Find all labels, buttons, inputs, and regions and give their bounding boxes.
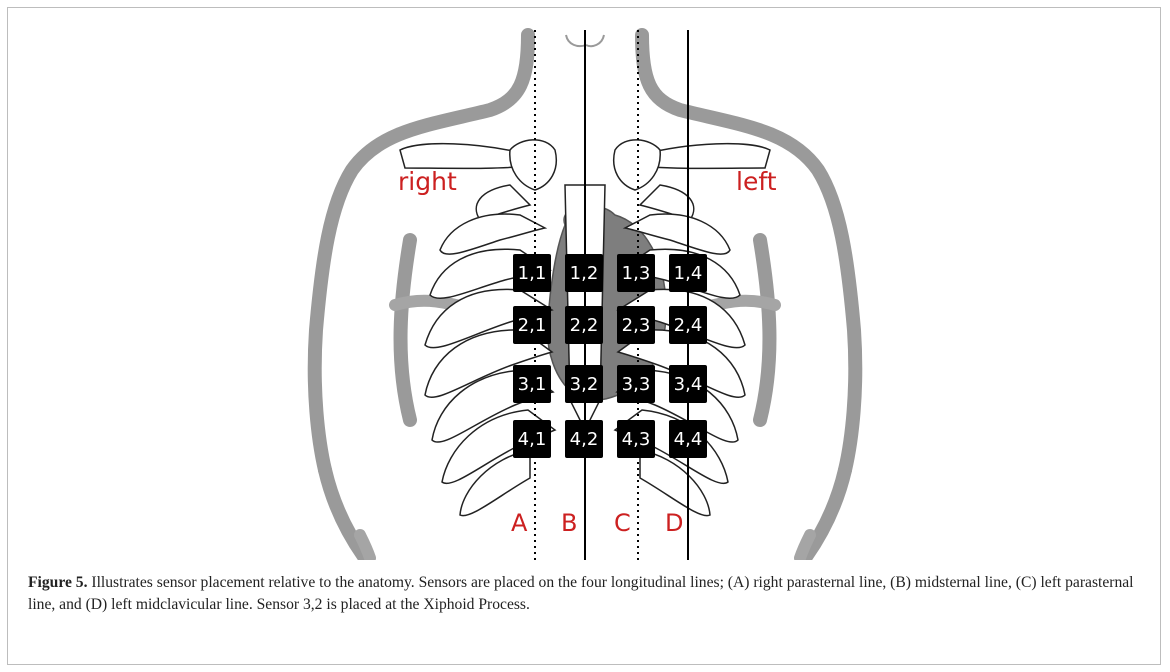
sensor-label: 2,3 xyxy=(622,315,651,336)
sensor-3-3: 3,3 xyxy=(617,365,655,403)
sensor-1-2: 1,2 xyxy=(565,254,603,292)
sensor-3-4: 3,4 xyxy=(669,365,707,403)
sensor-label: 1,4 xyxy=(674,263,703,284)
line-label-a: A xyxy=(511,509,528,537)
label-left: left xyxy=(736,167,777,196)
sensor-label: 2,1 xyxy=(518,315,547,336)
sensor-4-1: 4,1 xyxy=(513,420,551,458)
sensor-2-4: 2,4 xyxy=(669,306,707,344)
caption-label: Figure 5. xyxy=(28,574,87,591)
figure-caption: Figure 5. Illustrates sensor placement r… xyxy=(28,572,1143,616)
sensor-1-4: 1,4 xyxy=(669,254,707,292)
sensor-label: 4,3 xyxy=(622,429,651,450)
sensor-label: 2,4 xyxy=(674,315,703,336)
label-right: right xyxy=(398,167,457,196)
sensor-label: 3,1 xyxy=(518,374,547,395)
sensor-1-1: 1,1 xyxy=(513,254,551,292)
sensor-label: 1,1 xyxy=(518,263,547,284)
line-label-c: C xyxy=(614,509,631,537)
sensor-label: 3,3 xyxy=(622,374,651,395)
caption-text: Illustrates sensor placement relative to… xyxy=(28,574,1134,613)
sensor-placement-diagram: 1,1 1,2 1,3 1,4 2,1 2,2 2,3 2,4 3,1 3,2 3,3 3,4 4,1 4… xyxy=(0,0,1170,560)
sensor-3-1: 3,1 xyxy=(513,365,551,403)
sensor-label: 1,3 xyxy=(622,263,651,284)
line-label-d: D xyxy=(665,509,683,537)
sensor-label: 4,2 xyxy=(570,429,599,450)
sensor-label: 3,2 xyxy=(570,374,599,395)
sensor-2-2: 2,2 xyxy=(565,306,603,344)
sensor-1-3: 1,3 xyxy=(617,254,655,292)
sensor-2-1: 2,1 xyxy=(513,306,551,344)
sensor-label: 4,4 xyxy=(674,429,703,450)
sensor-label: 3,4 xyxy=(674,374,703,395)
sensor-4-2: 4,2 xyxy=(565,420,603,458)
sensor-label: 1,2 xyxy=(570,263,599,284)
sensor-label: 2,2 xyxy=(570,315,599,336)
sensor-4-3: 4,3 xyxy=(617,420,655,458)
line-label-b: B xyxy=(561,509,577,537)
sensor-label: 4,1 xyxy=(518,429,547,450)
sensor-3-2: 3,2 xyxy=(565,365,603,403)
sensor-2-3: 2,3 xyxy=(617,306,655,344)
sensor-4-4: 4,4 xyxy=(669,420,707,458)
